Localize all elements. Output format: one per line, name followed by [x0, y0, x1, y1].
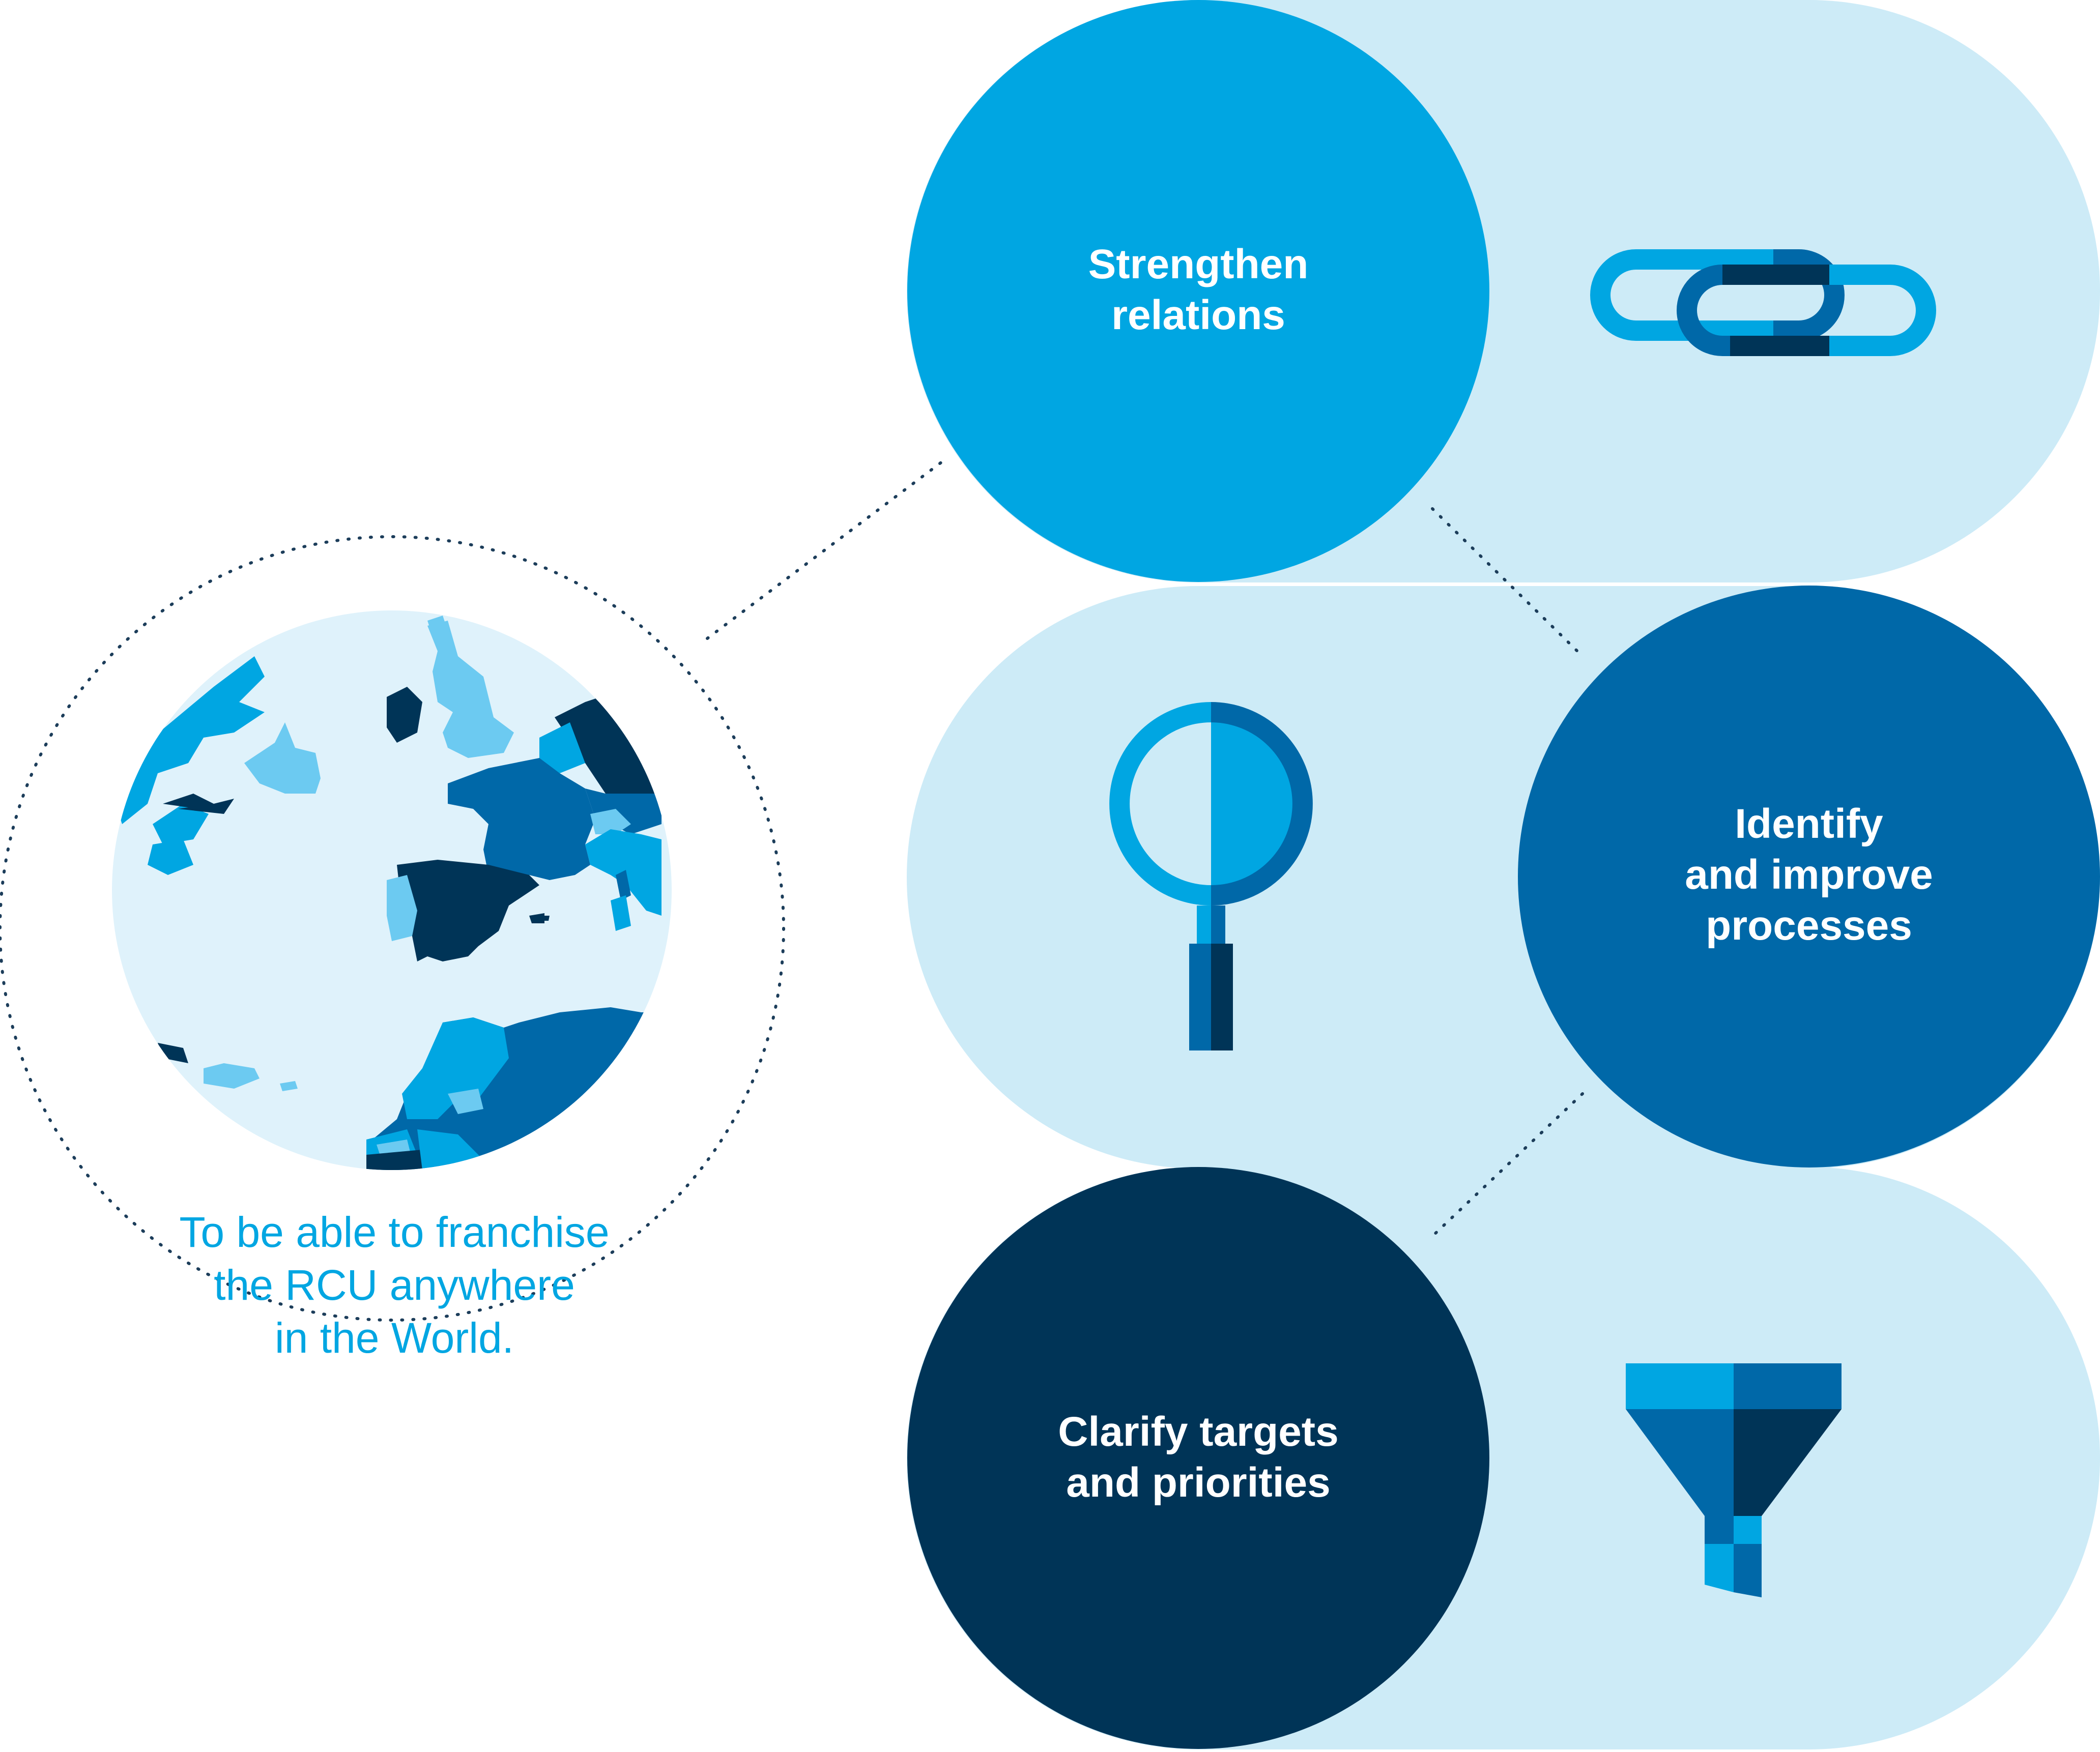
goal-line-3: in the World. — [275, 1314, 514, 1362]
label-strengthen-line-1: Strengthen — [1088, 241, 1309, 287]
globe-dotted-ring — [0, 535, 785, 1322]
magnifier-icon — [1109, 702, 1313, 1050]
connector-strengthen-identify — [1431, 507, 1581, 655]
label-strengthen-line-2: relations — [1111, 292, 1285, 338]
label-identify-line-3: processes — [1706, 902, 1912, 949]
globe-map — [112, 610, 672, 1170]
connector-identify-clarify — [1431, 1092, 1584, 1238]
connector-globe-strengthen — [706, 459, 945, 640]
label-strengthen: Strengthen relations — [995, 239, 1402, 341]
chain-link-icon — [1590, 249, 1936, 356]
label-clarify-line-2: and priorities — [1066, 1459, 1331, 1506]
label-identify-line-2: and improve — [1685, 852, 1933, 898]
goal-line-1: To be able to franchise — [179, 1208, 610, 1256]
goal-line-2: the RCU anywhere — [214, 1261, 575, 1309]
label-identify-line-1: Identify — [1735, 801, 1883, 847]
label-identify: Identify and improve processes — [1605, 799, 2012, 951]
label-clarify: Clarify targets and priorities — [995, 1407, 1402, 1508]
label-clarify-line-1: Clarify targets — [1058, 1409, 1339, 1455]
funnel-icon — [1626, 1363, 1842, 1597]
circle-strengthen — [907, 0, 1489, 582]
circle-clarify — [907, 1167, 1489, 1749]
circle-identify — [1518, 586, 2100, 1167]
goal-text: To be able to franchise the RCU anywhere… — [102, 1206, 687, 1364]
